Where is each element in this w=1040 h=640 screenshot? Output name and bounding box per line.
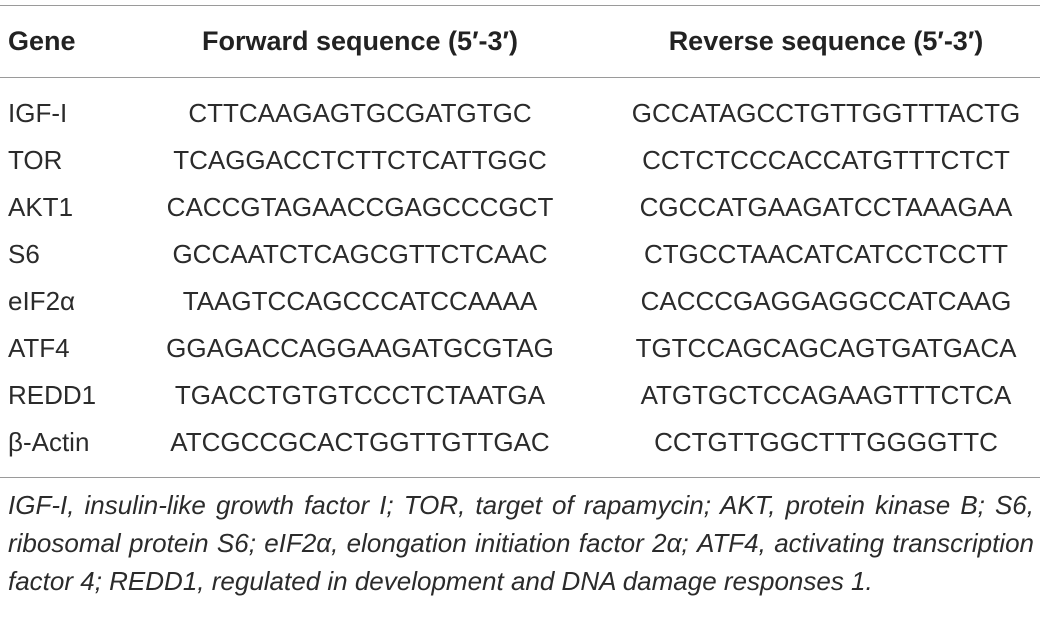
- cell-reverse: CTGCCTAACATCATCCTCCTT: [644, 239, 1008, 269]
- cell-reverse: TGTCCAGCAGCAGTGATGACA: [635, 333, 1017, 363]
- cell-gene: AKT1: [8, 192, 74, 222]
- table-header-row: Gene Forward sequence (5′-3′) Reverse se…: [0, 5, 1040, 77]
- cell-gene: β-Actin: [8, 427, 90, 457]
- header-gene: Gene: [8, 26, 76, 56]
- cell-gene: REDD1: [8, 380, 97, 410]
- table-row: TOR TCAGGACCTCTTCTCATTGGC CCTCTCCCACCATG…: [0, 137, 1040, 184]
- table-row: β-Actin ATCGCCGCACTGGTTGTTGAC CCTGTTGGCT…: [0, 419, 1040, 466]
- cell-forward: CTTCAAGAGTGCGATGTGC: [188, 98, 532, 128]
- table-row: eIF2α TAAGTCCAGCCCATCCAAAA CACCCGAGGAGGC…: [0, 278, 1040, 325]
- header-reverse-sequence: Reverse sequence (5′-3′): [668, 26, 984, 56]
- cell-reverse: GCCATAGCCTGTTGGTTTACTG: [631, 98, 1021, 128]
- table-row: AKT1 CACCGTAGAACCGAGCCCGCT CGCCATGAAGATC…: [0, 184, 1040, 231]
- cell-forward: ATCGCCGCACTGGTTGTTGAC: [170, 427, 550, 457]
- cell-forward: CACCGTAGAACCGAGCCCGCT: [166, 192, 554, 222]
- header-forward-sequence: Forward sequence (5′-3′): [201, 26, 519, 56]
- table-row: ATF4 GGAGACCAGGAAGATGCGTAG TGTCCAGCAGCAG…: [0, 325, 1040, 372]
- table-body: IGF-I CTTCAAGAGTGCGATGTGC GCCATAGCCTGTTG…: [0, 90, 1040, 466]
- cell-gene: eIF2α: [8, 286, 76, 316]
- cell-forward: TGACCTGTGTCCCTCTAATGA: [174, 380, 546, 410]
- table-top-rule: [0, 5, 1040, 6]
- cell-gene: TOR: [8, 145, 63, 175]
- cell-forward: GGAGACCAGGAAGATGCGTAG: [166, 333, 554, 363]
- cell-gene: IGF-I: [8, 98, 68, 128]
- table-row: REDD1 TGACCTGTGTCCCTCTAATGA ATGTGCTCCAGA…: [0, 372, 1040, 419]
- cell-reverse: ATGTGCTCCAGAAGTTTCTCA: [640, 380, 1012, 410]
- table-row: S6 GCCAATCTCAGCGTTCTCAAC CTGCCTAACATCATC…: [0, 231, 1040, 278]
- cell-reverse: CACCCGAGGAGGCCATCAAG: [640, 286, 1012, 316]
- table-footnote: IGF-I, insulin-like growth factor I; TOR…: [8, 490, 1034, 596]
- cell-forward: GCCAATCTCAGCGTTCTCAAC: [172, 239, 548, 269]
- table-header-rule: [0, 77, 1040, 78]
- cell-reverse: CCTGTTGGCTTTGGGGTTC: [654, 427, 998, 457]
- table-bottom-rule: [0, 477, 1040, 478]
- cell-gene: ATF4: [8, 333, 70, 363]
- cell-gene: S6: [8, 239, 40, 269]
- table-row: IGF-I CTTCAAGAGTGCGATGTGC GCCATAGCCTGTTG…: [0, 90, 1040, 137]
- cell-reverse: CGCCATGAAGATCCTAAAGAA: [639, 192, 1013, 222]
- cell-forward: TAAGTCCAGCCCATCCAAAA: [182, 286, 538, 316]
- cell-reverse: CCTCTCCCACCATGTTTCTCT: [642, 145, 1010, 175]
- cell-forward: TCAGGACCTCTTCTCATTGGC: [173, 145, 547, 175]
